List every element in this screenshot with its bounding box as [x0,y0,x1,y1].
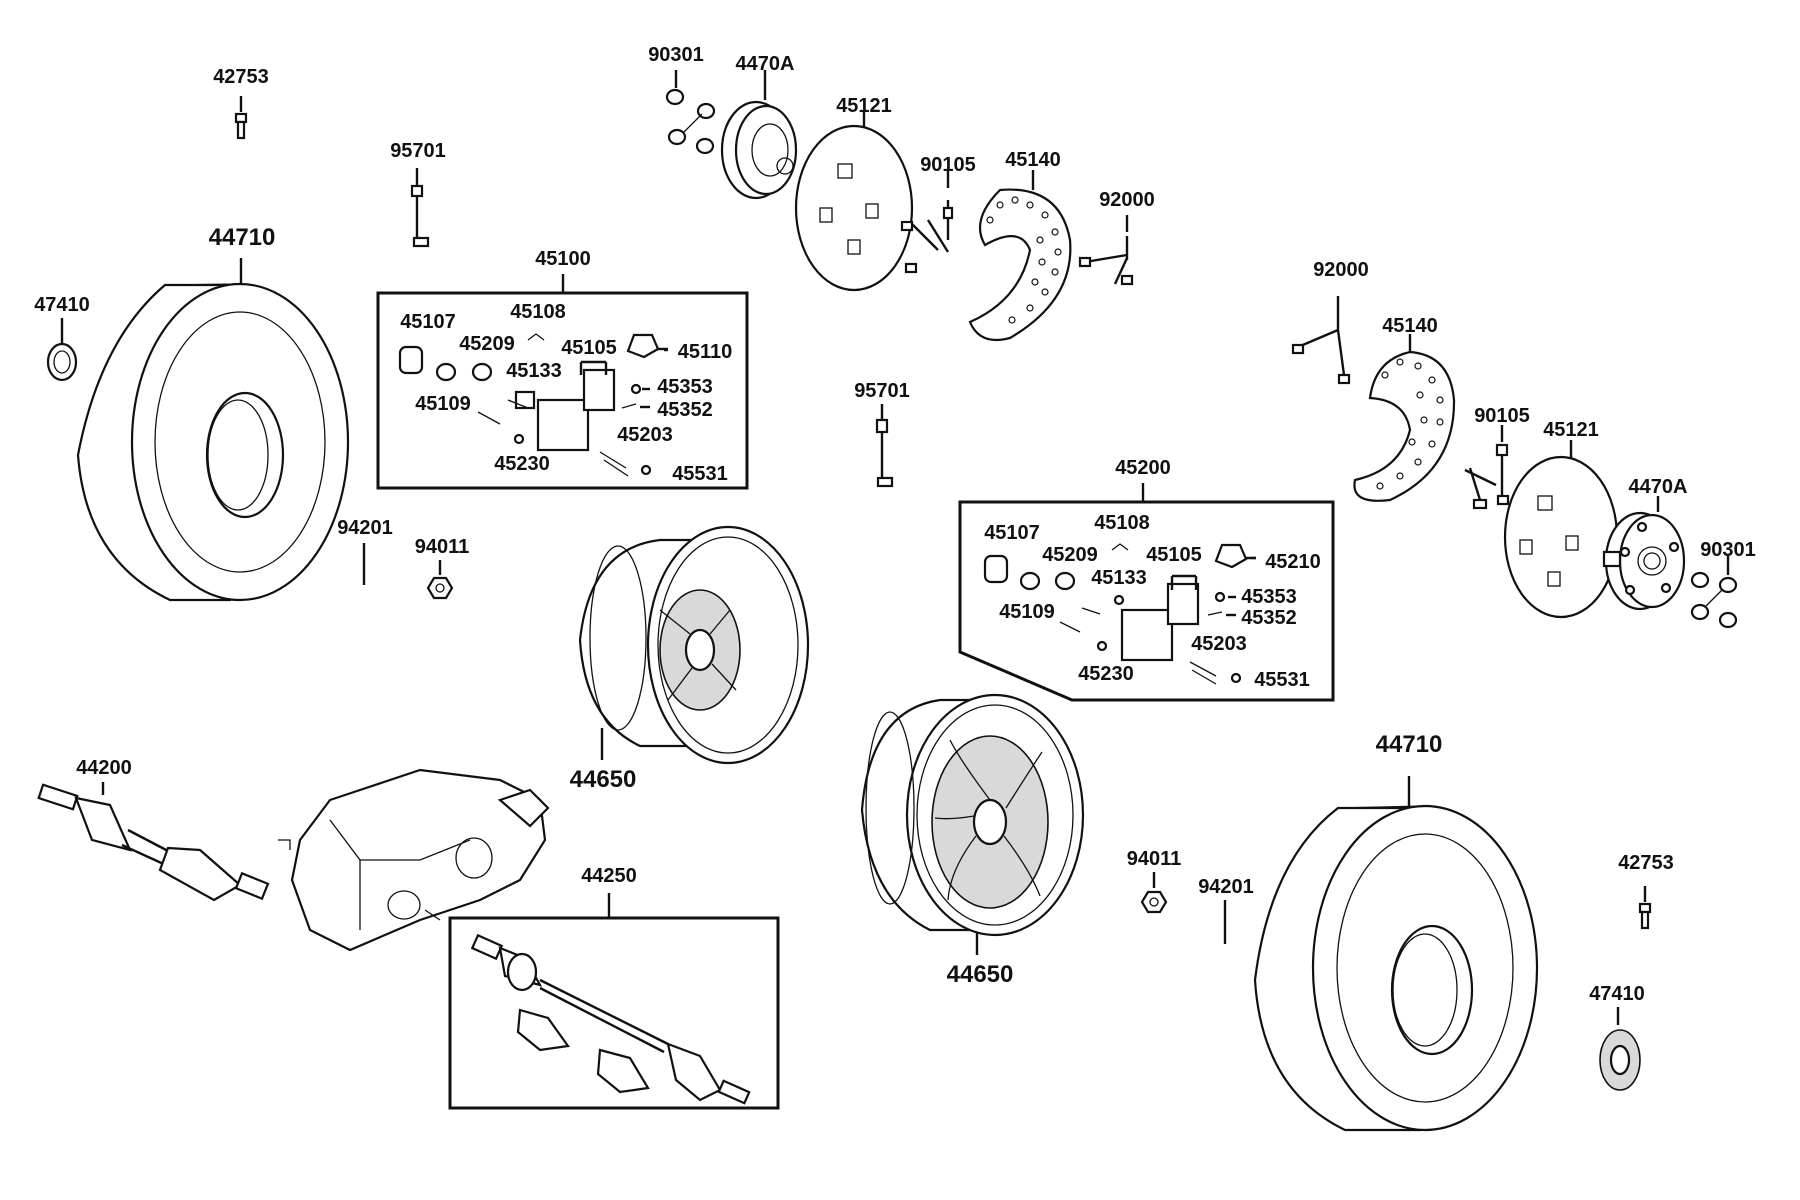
label-45133: 45133 [506,360,562,382]
label-4470A-right: 4470A [1629,476,1688,498]
label-44250: 44250 [581,865,637,887]
axle-assembly-44250 [470,933,751,1105]
label-45230: 45230 [494,453,550,475]
brake-disc-45140-right [1353,334,1456,502]
splash-shield-45121-right [1503,440,1619,619]
label-45121-right: 45121 [1543,419,1599,441]
label-42753: 42753 [213,66,269,88]
label-90105-right: 90105 [1474,405,1530,427]
tire-right [1253,804,1539,1132]
label-45352: 45352 [657,399,713,421]
label-45105: 45105 [561,337,617,359]
label-94201: 94201 [337,517,393,539]
label-92000-right: 92000 [1313,259,1369,281]
valve-stem-left [234,96,248,140]
label-90301: 90301 [648,44,704,66]
bolt-95701-left [410,168,430,248]
label-45108: 45108 [510,301,566,323]
caliper-box-right [958,500,1335,702]
label-45210: 45210 [1265,551,1321,573]
label-45107: 45107 [400,311,456,333]
brake-disc-45140-top [968,170,1072,342]
label-45100: 45100 [535,248,591,270]
label-44650-lower: 44650 [947,961,1014,988]
label-45108-right: 45108 [1094,512,1150,534]
bolts-90105-top [900,170,954,274]
label-45140: 45140 [1005,149,1061,171]
callout-labels: 42753 95701 44710 47410 45100 45107 4510… [34,44,1756,1005]
label-4470A: 4470A [736,53,795,75]
label-42753-right: 42753 [1618,852,1674,874]
label-44200: 44200 [76,757,132,779]
label-90105: 90105 [920,154,976,176]
label-47410: 47410 [34,294,90,316]
hub-4470A-right [1602,496,1686,611]
label-45230-right: 45230 [1078,663,1134,685]
label-45133-right: 45133 [1091,567,1147,589]
label-45121: 45121 [836,95,892,117]
valve-stem-right [1638,886,1652,930]
label-45353-right: 45353 [1241,586,1297,608]
label-45109-right: 45109 [999,601,1055,623]
label-94011: 94011 [415,536,470,558]
label-45531-right: 45531 [1254,669,1310,691]
bolt-95701-middle [875,404,894,488]
label-45352-right: 45352 [1241,607,1297,629]
rim-44650-lower [860,693,1085,937]
lug-nuts-90301-right [1690,555,1738,629]
differential-housing [278,768,550,952]
label-45107-right: 45107 [984,522,1040,544]
label-45140-right: 45140 [1382,315,1438,337]
caliper-assembly-left [398,333,668,477]
label-44710-right: 44710 [1376,731,1443,758]
label-45353: 45353 [657,376,713,398]
label-45203-right: 45203 [1191,633,1247,655]
hub-cap-right [1599,1007,1641,1091]
caliper-assembly-right [983,543,1256,685]
label-45531: 45531 [672,463,728,485]
nut-94011-right [1140,872,1168,914]
rim-44650-upper [578,525,810,765]
label-45209-right: 45209 [1042,544,1098,566]
bolts-90105-right [1464,425,1510,510]
bolts-92000-top [1078,215,1134,286]
label-45203: 45203 [617,424,673,446]
axle-box-44250 [448,916,780,1110]
nut-94011-left [426,560,454,600]
label-45110: 45110 [678,341,733,363]
label-95701-mid: 95701 [854,380,910,402]
label-45109: 45109 [415,393,471,415]
hub-4470A-top [720,70,798,200]
leader-lines [664,348,1256,560]
label-45105-right: 45105 [1146,544,1202,566]
lug-nuts-90301-top [665,70,716,155]
label-47410-right: 47410 [1589,983,1645,1005]
tire-left [76,282,350,602]
label-45209: 45209 [459,333,515,355]
bolts-92000-right [1291,296,1351,385]
label-45200: 45200 [1115,457,1171,479]
axle-shaft-44200 [37,782,270,902]
label-90301-right: 90301 [1700,539,1756,561]
label-94011-right: 94011 [1127,848,1182,870]
splash-shield-45121-top [794,112,914,292]
label-92000: 92000 [1099,189,1155,211]
label-44710: 44710 [209,224,276,251]
label-94201-right: 94201 [1198,876,1254,898]
label-44650-upper: 44650 [570,766,637,793]
label-95701: 95701 [390,140,446,162]
hub-cap-left [46,318,78,382]
